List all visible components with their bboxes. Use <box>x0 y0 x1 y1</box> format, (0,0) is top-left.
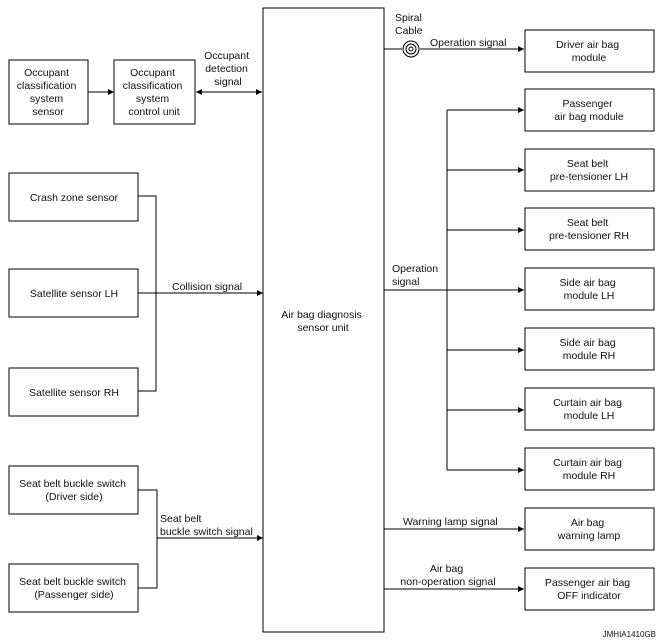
side-air-bag-rh-box <box>524 327 655 371</box>
satellite-sensor-rh-box <box>8 367 139 417</box>
satellite-sensor-rh-label: Satellite sensor RH <box>29 387 119 399</box>
occupant-control-unit-label: Occupant classification system control u… <box>123 67 185 118</box>
buckle-switch-passenger-box <box>8 563 139 613</box>
pretensioner-lh-label: Seat belt pre-tensioner LH <box>550 158 628 183</box>
buckle-bus-wire <box>138 489 158 589</box>
curtain-air-bag-lh-label: Curtain air bag module LH <box>553 397 625 422</box>
buckle-switch-driver-label: Seat belt buckle switch (Driver side) <box>19 478 129 503</box>
driver-air-bag-label: Driver air bag module <box>556 39 622 64</box>
collision-signal-label: Collision signal <box>172 281 242 293</box>
buckle-switch-signal-label: Seat belt buckle switch signal <box>160 513 253 538</box>
satellite-sensor-lh-label: Satellite sensor LH <box>30 288 118 300</box>
buckle-switch-driver-box <box>8 465 139 515</box>
driver-air-bag-module-box <box>524 29 655 73</box>
occupant-sensor-label: Occupant classification system sensor <box>17 67 79 118</box>
pretensioner-lh-box <box>524 148 655 192</box>
warning-lamp-signal-label: Warning lamp signal <box>403 516 498 528</box>
non-operation-signal-label: Air bag non-operation signal <box>400 563 495 588</box>
operation-signal-label: Operation signal <box>392 263 441 288</box>
crash-zone-sensor-label: Crash zone sensor <box>30 192 119 204</box>
side-air-bag-lh-box <box>524 267 655 311</box>
operation-signal-top-label: Operation signal <box>430 37 506 49</box>
pretensioner-rh-label: Seat belt pre-tensioner RH <box>549 217 629 242</box>
side-air-bag-lh-label: Side air bag module LH <box>560 277 619 302</box>
spiral-cable-icon <box>402 40 420 58</box>
occupant-detection-signal-label: Occupant detection signal <box>204 50 252 88</box>
crash-zone-sensor-box <box>8 172 139 222</box>
air-bag-warning-lamp-label: Air bag warning lamp <box>557 517 621 542</box>
passenger-air-bag-label: Passenger air bag module <box>554 98 624 123</box>
air-bag-diagnosis-sensor-unit <box>262 7 385 633</box>
passenger-air-bag-module-box <box>524 88 655 132</box>
curtain-air-bag-lh-box <box>524 387 655 431</box>
curtain-air-bag-rh-label: Curtain air bag module RH <box>553 457 625 482</box>
curtain-air-bag-rh-box <box>524 447 655 491</box>
occupant-classification-control-unit-box <box>113 59 196 125</box>
center-unit-label: Air bag diagnosis sensor unit <box>281 309 364 334</box>
spiral-cable-label: Spiral Cable <box>395 12 425 37</box>
passenger-air-bag-off-indicator-box <box>524 567 655 611</box>
off-indicator-label: Passenger air bag OFF indicator <box>545 577 633 602</box>
reference-code: JMHIA1410GB <box>603 630 656 639</box>
pretensioner-rh-box <box>524 207 655 251</box>
air-bag-warning-lamp-box <box>524 507 655 551</box>
satellite-sensor-lh-box <box>8 268 139 318</box>
occupant-classification-sensor-box <box>8 59 89 125</box>
side-air-bag-rh-label: Side air bag module RH <box>560 337 619 362</box>
buckle-switch-passenger-label: Seat belt buckle switch (Passenger side) <box>19 576 129 601</box>
